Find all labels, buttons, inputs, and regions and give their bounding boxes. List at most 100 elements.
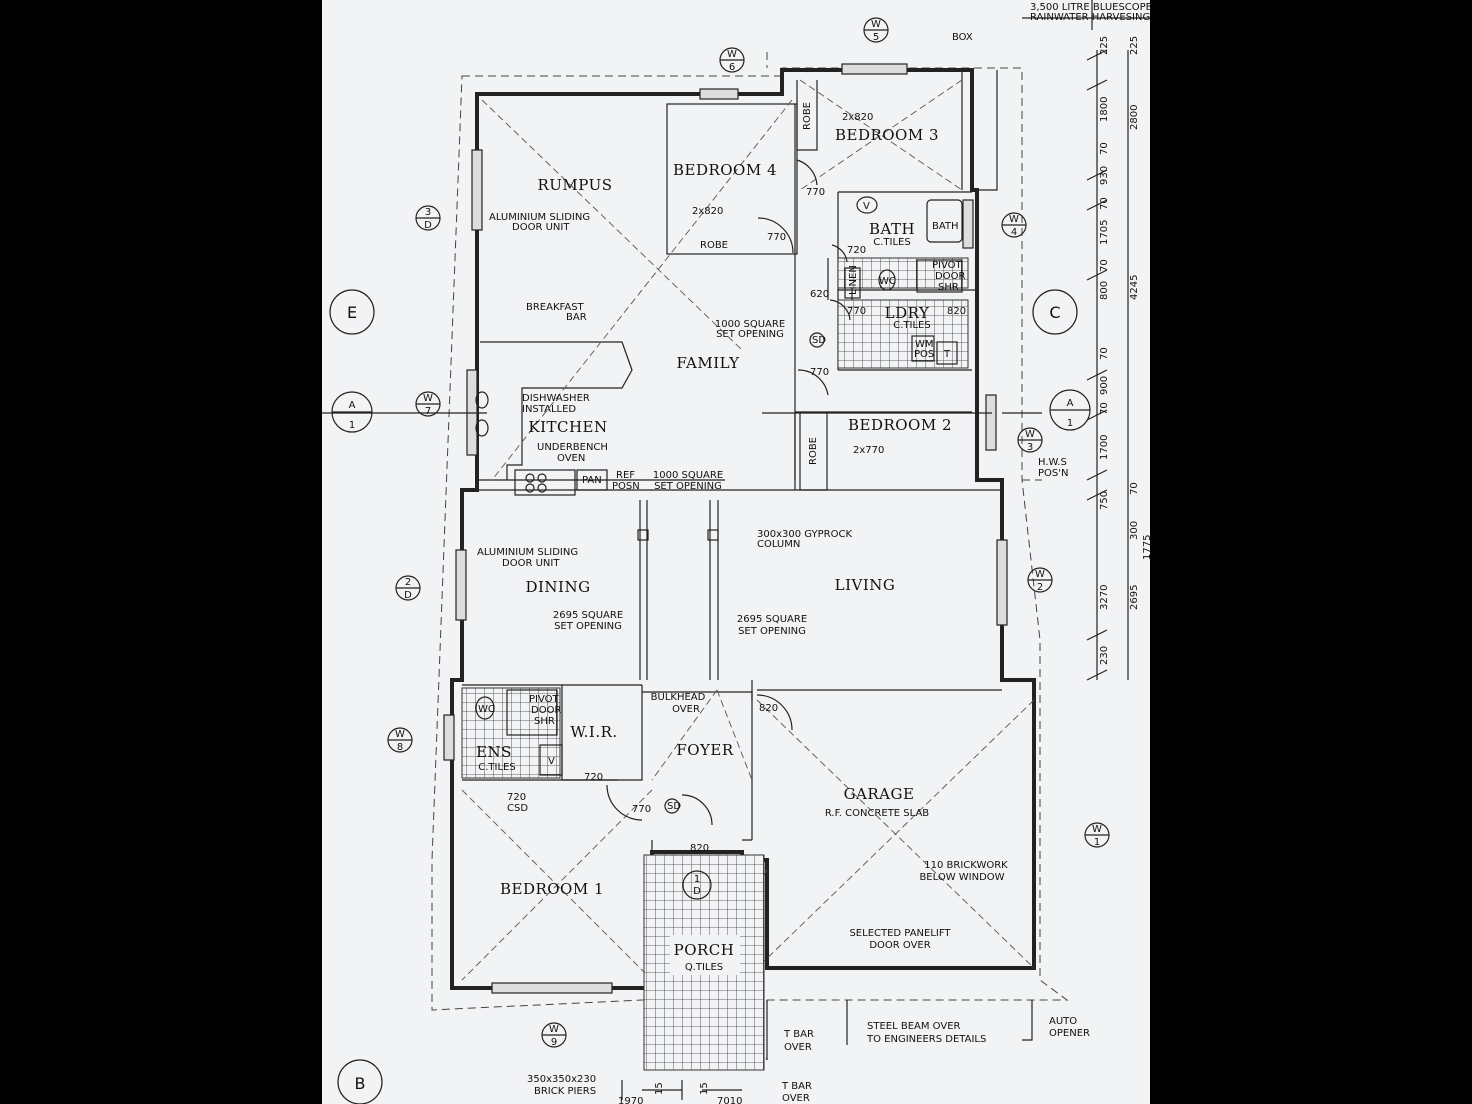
svg-text:DOOR: DOOR (935, 271, 965, 282)
svg-text:2x820: 2x820 (692, 206, 723, 217)
drawing-sheet: 3,500 LITRE BLUESCOPE RAINWATER HARVESIN… (322, 0, 1150, 1104)
svg-text:4245: 4245 (1129, 275, 1140, 300)
svg-text:T: T (943, 349, 951, 360)
svg-text:SET OPENING: SET OPENING (738, 626, 806, 637)
svg-text:1970: 1970 (618, 1096, 643, 1104)
svg-text:W: W (727, 49, 737, 60)
svg-text:W: W (423, 393, 433, 404)
svg-text:WM: WM (915, 339, 934, 350)
svg-text:W: W (871, 19, 881, 30)
svg-text:W: W (549, 1024, 559, 1035)
svg-text:POS: POS (914, 349, 934, 360)
svg-text:820: 820 (947, 306, 966, 317)
section-c: C (1049, 303, 1060, 322)
svg-text:BAR: BAR (566, 312, 587, 323)
svg-text:770: 770 (806, 187, 825, 198)
svg-text:BULKHEAD: BULKHEAD (651, 692, 706, 703)
svg-text:DOOR: DOOR (531, 705, 561, 716)
dimension-lines (322, 0, 1150, 1100)
svg-text:3: 3 (1027, 442, 1033, 453)
svg-text:15: 15 (699, 1082, 710, 1095)
room-family: FAMILY (676, 354, 740, 372)
svg-text:9: 9 (551, 1037, 557, 1048)
svg-text:OVER: OVER (672, 704, 700, 715)
svg-text:A: A (349, 400, 356, 411)
svg-text:1700: 1700 (1099, 435, 1110, 460)
svg-text:CSD: CSD (507, 803, 528, 814)
svg-text:7: 7 (425, 406, 431, 417)
svg-text:15: 15 (654, 1082, 665, 1095)
svg-text:720: 720 (507, 792, 526, 803)
svg-text:REF: REF (616, 470, 635, 481)
room-ens: ENS (476, 743, 512, 761)
svg-text:1: 1 (349, 420, 355, 431)
svg-text:C.TILES: C.TILES (478, 762, 515, 773)
fixtures (475, 196, 963, 900)
svg-text:C.TILES: C.TILES (893, 320, 930, 331)
section-e: E (347, 303, 357, 322)
room-ldry: LDRY (885, 304, 930, 322)
svg-text:PAN: PAN (582, 475, 602, 486)
svg-text:225: 225 (1129, 36, 1140, 55)
svg-text:Q.TILES: Q.TILES (685, 962, 723, 973)
svg-text:1: 1 (694, 874, 700, 885)
svg-text:SET OPENING: SET OPENING (716, 329, 784, 340)
svg-text:820: 820 (759, 703, 778, 714)
svg-text:1: 1 (1067, 418, 1073, 429)
svg-text:UNDERBENCH: UNDERBENCH (537, 442, 608, 453)
svg-text:70: 70 (1129, 482, 1140, 495)
svg-text:R.F. CONCRETE SLAB: R.F. CONCRETE SLAB (825, 808, 929, 819)
svg-text:7010: 7010 (717, 1096, 742, 1104)
svg-text:70: 70 (1099, 347, 1110, 360)
svg-text:1705: 1705 (1099, 220, 1110, 245)
svg-text:SHR: SHR (938, 282, 959, 293)
svg-text:OVER: OVER (784, 1042, 812, 1053)
svg-text:A: A (1067, 398, 1074, 409)
svg-text:W: W (1025, 429, 1035, 440)
svg-text:V: V (863, 201, 870, 212)
room-rumpus: RUMPUS (537, 176, 612, 194)
external-walls (450, 68, 1036, 990)
svg-text:1000 SQUARE: 1000 SQUARE (653, 470, 723, 481)
room-living: LIVING (835, 576, 896, 594)
svg-text:300x300 GYPROCK: 300x300 GYPROCK (757, 529, 852, 540)
room-kitchen: KITCHEN (528, 418, 607, 436)
svg-text:BREAKFAST: BREAKFAST (526, 302, 585, 313)
svg-text:OVEN: OVEN (557, 453, 585, 464)
svg-text:INSTALLED: INSTALLED (522, 404, 576, 415)
svg-text:ROBE: ROBE (808, 437, 819, 465)
svg-text:350x350x230: 350x350x230 (527, 1074, 596, 1085)
svg-text:DOOR OVER: DOOR OVER (869, 940, 930, 951)
svg-text:W: W (1035, 569, 1045, 580)
svg-text:ROBE: ROBE (700, 240, 728, 251)
svg-text:C.TILES: C.TILES (873, 237, 910, 248)
svg-text:COLUMN: COLUMN (757, 539, 800, 550)
svg-text:225: 225 (1099, 36, 1110, 55)
svg-text:720: 720 (847, 245, 866, 256)
svg-text:8: 8 (397, 742, 403, 753)
svg-text:770: 770 (632, 804, 651, 815)
room-bath: BATH (869, 220, 915, 238)
room-bedroom-2: BEDROOM 2 (848, 416, 952, 434)
svg-text:1000 SQUARE: 1000 SQUARE (715, 319, 785, 330)
markers (329, 17, 1110, 1104)
svg-text:SELECTED PANELIFT: SELECTED PANELIFT (849, 928, 951, 939)
svg-text:300: 300 (1129, 521, 1140, 540)
room-foyer: FOYER (676, 741, 734, 759)
room-bedroom-1: BEDROOM 1 (500, 880, 604, 898)
svg-text:LINEN: LINEN (848, 265, 859, 295)
svg-text:D: D (424, 220, 432, 231)
svg-text:750: 750 (1099, 491, 1110, 510)
svg-text:WC: WC (478, 704, 495, 715)
svg-text:DOOR UNIT: DOOR UNIT (512, 222, 570, 233)
box-label: BOX (952, 32, 973, 43)
svg-text:PIVOT: PIVOT (932, 260, 963, 271)
svg-text:3270: 3270 (1099, 585, 1110, 610)
svg-text:DOOR UNIT: DOOR UNIT (502, 558, 560, 569)
svg-text:1775: 1775 (1142, 535, 1150, 560)
svg-text:4: 4 (1011, 227, 1017, 238)
svg-text:2800: 2800 (1129, 105, 1140, 130)
svg-text:SD: SD (667, 801, 681, 812)
svg-text:2: 2 (1037, 582, 1043, 593)
room-garage: GARAGE (844, 785, 915, 803)
